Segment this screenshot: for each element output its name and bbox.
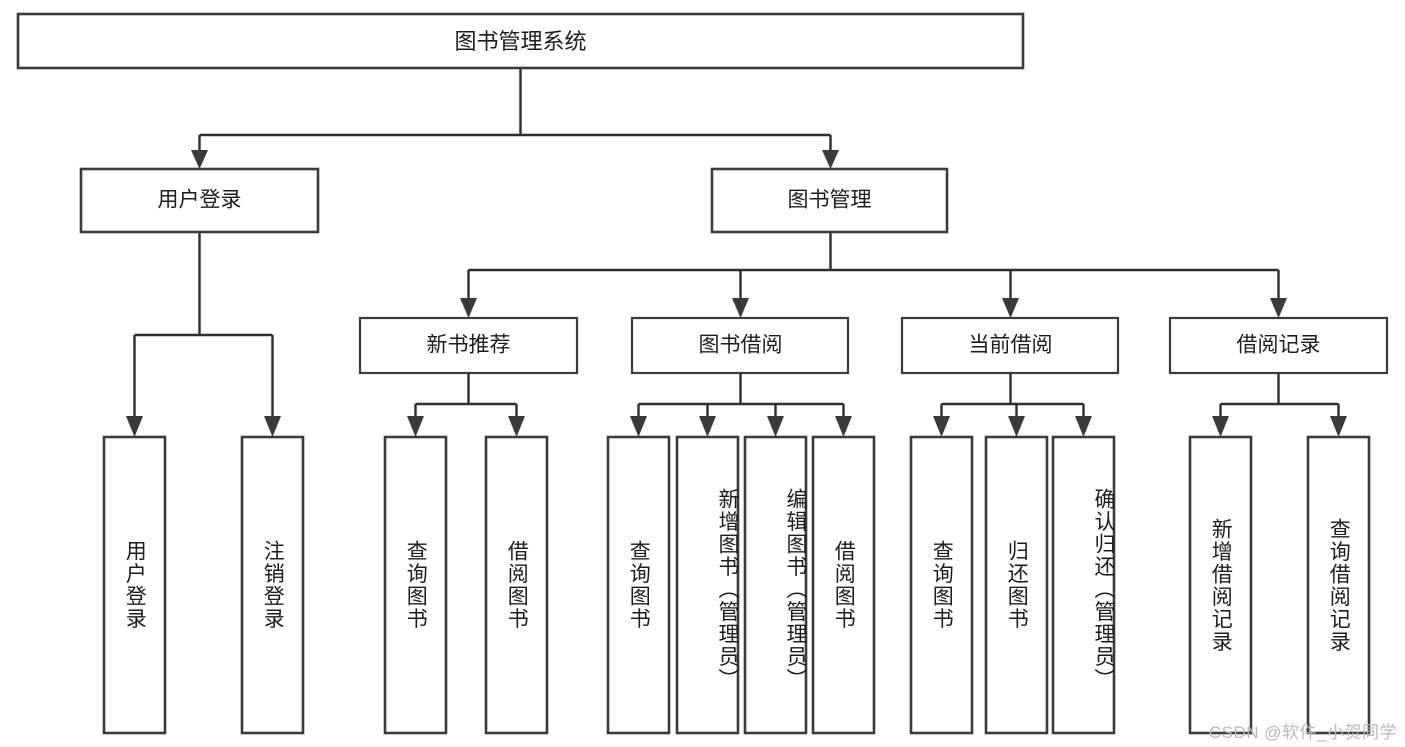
arrow-head-leaf-query-book-3 [933,416,950,437]
arrow-head-leaf-add-record [1212,416,1229,437]
node-current-borrow[interactable]: 当前借阅 [900,316,1120,375]
leaf-box-confirm-return[interactable] [1051,435,1116,735]
leaf-box-user-login[interactable] [102,435,167,735]
node-current-borrow-box[interactable] [900,316,1120,375]
leaf-box-add-record[interactable] [1188,435,1253,735]
node-book-borrow-box[interactable] [630,316,850,375]
leaf-box-borrow-book-1[interactable] [484,435,549,735]
arrow-head-book-management [822,150,839,169]
arrow-head-book-borrow [732,298,749,318]
node-current-borrow-label: 当前借阅 [969,334,1053,357]
arrow-head-new-book-recommend [460,298,477,318]
node-user-login-label: 用户登录 [158,189,242,212]
node-book-management-box[interactable] [710,167,949,234]
arrow-head-borrow-record [1270,298,1287,318]
leaf-box-query-book-2[interactable] [606,435,671,735]
arrow-head-leaf-query-book-2 [630,416,647,437]
node-user-login-box[interactable] [79,167,320,234]
node-borrow-record-label: 借阅记录 [1237,334,1321,357]
leaf-box-query-book-3[interactable] [909,435,974,735]
node-root[interactable]: 图书管理系统 [16,12,1025,70]
node-root-box[interactable] [16,12,1025,70]
connector-group-borrow-record-leaves [1212,373,1347,437]
connector-group-user-login-leaves [126,232,281,437]
arrow-head-leaf-logout [264,416,281,437]
arrow-head-leaf-add-book [699,416,716,437]
arrow-head-current-borrow [1002,298,1019,318]
arrow-head-leaf-edit-book [767,416,784,437]
arrow-head-leaf-borrow-book-2 [835,416,852,437]
node-new-book-recommend-label: 新书推荐 [427,334,511,357]
leaf-box-add-book[interactable] [675,435,740,735]
leaf-box-group [102,435,1371,735]
connector-group-book-management-to-level3 [460,232,1287,318]
leaf-box-query-book-1[interactable] [383,435,448,735]
node-book-borrow[interactable]: 图书借阅 [630,316,850,375]
arrow-head-leaf-confirm-return [1075,416,1092,437]
node-borrow-record-box[interactable] [1168,316,1389,375]
arrow-head-leaf-query-book-1 [407,416,424,437]
arrow-head-leaf-user-login [126,416,143,437]
node-borrow-record[interactable]: 借阅记录 [1168,316,1389,375]
arrow-head-leaf-borrow-book-1 [508,416,525,437]
node-book-management[interactable]: 图书管理 [710,167,949,234]
connector-group-root-to-level2 [191,68,839,169]
node-new-book-recommend-box[interactable] [358,316,579,375]
arrow-head-user-login [191,150,208,169]
leaf-box-query-record[interactable] [1306,435,1371,735]
leaf-box-edit-book[interactable] [743,435,808,735]
node-new-book-recommend[interactable]: 新书推荐 [358,316,579,375]
arrow-head-leaf-query-record [1330,416,1347,437]
arrow-head-leaf-return-book [1008,416,1025,437]
connector-group-current-borrow-leaves [933,373,1092,437]
node-book-management-label: 图书管理 [788,189,872,212]
csdn-watermark: CSDN @软件_小贺同学 [1208,723,1397,742]
connector-group-book-borrow-leaves [630,373,852,437]
connector-group-new-book-recommend-leaves [407,373,525,437]
leaf-box-borrow-book-2[interactable] [811,435,876,735]
leaf-box-return-book[interactable] [984,435,1049,735]
node-user-login[interactable]: 用户登录 [79,167,320,234]
node-book-borrow-label: 图书借阅 [699,334,783,357]
leaf-box-logout[interactable] [240,435,305,735]
node-root-label: 图书管理系统 [454,29,586,54]
